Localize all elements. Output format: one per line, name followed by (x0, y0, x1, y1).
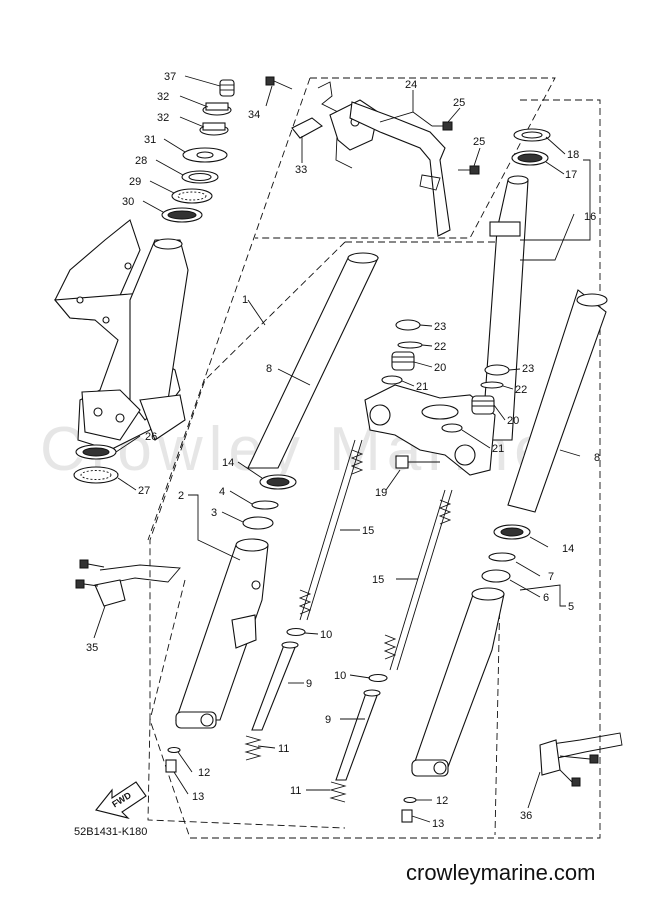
callout-20-right: 20 (507, 415, 519, 427)
callout-labels: 37 32 32 31 28 29 30 34 33 24 25 25 18 1… (86, 71, 600, 830)
callout-18: 18 (567, 149, 579, 161)
callout-28: 28 (135, 155, 147, 167)
callout-6: 6 (543, 592, 549, 604)
callout-24: 24 (405, 79, 417, 91)
callout-8-right: 8 (594, 452, 600, 464)
callout-9-right: 9 (325, 714, 331, 726)
callout-13-left: 13 (192, 791, 204, 803)
callout-22-left: 22 (434, 341, 446, 353)
callout-14-right: 14 (562, 543, 574, 555)
callout-15-right: 15 (372, 574, 384, 586)
seals-right (481, 524, 531, 583)
fork-springs (298, 439, 453, 671)
callout-25-upper: 25 (453, 97, 465, 109)
drain-bolts (165, 746, 417, 823)
callout-32-upper: 32 (157, 91, 169, 103)
callout-21-right: 21 (492, 443, 504, 455)
callout-22-right: 22 (515, 384, 527, 396)
leader-lines (93, 75, 591, 823)
callout-16: 16 (584, 211, 596, 223)
callout-11-left: 11 (278, 743, 289, 755)
seals-left (242, 474, 297, 530)
outer-fork-left (175, 538, 269, 729)
bearing-stack (161, 79, 235, 223)
callout-17: 17 (565, 169, 577, 181)
callout-21-left: 21 (416, 381, 428, 393)
callout-13-right: 13 (432, 818, 444, 830)
callout-1: 1 (242, 294, 248, 306)
callout-25-lower: 25 (473, 136, 485, 148)
callout-4: 4 (219, 486, 225, 498)
callout-33: 33 (295, 164, 307, 176)
lower-bearing (73, 444, 119, 484)
callout-30: 30 (122, 196, 134, 208)
footer-site-name: crowleymarine.com (406, 860, 596, 885)
callout-26: 26 (145, 431, 157, 443)
callout-29: 29 (129, 176, 141, 188)
callout-2: 2 (178, 490, 184, 502)
damper-rods (251, 641, 381, 781)
callout-8-left: 8 (266, 363, 272, 375)
callout-31: 31 (144, 134, 156, 146)
callout-19: 19 (375, 487, 387, 499)
callout-35: 35 (86, 642, 98, 654)
callout-12-right: 12 (436, 795, 448, 807)
callout-12-left: 12 (198, 767, 210, 779)
callout-20-left: 20 (434, 362, 446, 374)
callout-9-left: 9 (306, 678, 312, 690)
upper-stem-parts-left (381, 319, 423, 385)
callout-23-right: 23 (522, 363, 534, 375)
outer-fork-right (411, 587, 505, 777)
assembly-outlines (147, 77, 601, 839)
fwd-arrow-icon: FWD (95, 781, 147, 820)
callout-5: 5 (568, 601, 574, 613)
hose-clamp-right (539, 732, 623, 787)
callout-14-left: 14 (222, 457, 234, 469)
callout-10-right: 10 (334, 670, 346, 682)
frame-head-tube (53, 219, 189, 451)
callout-11-right: 11 (290, 785, 301, 797)
callout-23-left: 23 (434, 321, 446, 333)
callout-27: 27 (138, 485, 150, 497)
callout-7: 7 (548, 571, 554, 583)
callout-10-left: 10 (320, 629, 332, 641)
callout-37: 37 (164, 71, 176, 83)
inner-tubes (247, 252, 608, 513)
callout-32-lower: 32 (157, 112, 169, 124)
hose-clamp-left (75, 559, 181, 607)
callout-34: 34 (248, 109, 260, 121)
diagram-code: 52B1431-K180 (74, 826, 147, 838)
bracket-assembly (265, 76, 480, 237)
callout-15-left: 15 (362, 525, 374, 537)
callout-3: 3 (211, 507, 217, 519)
callout-36: 36 (520, 810, 532, 822)
